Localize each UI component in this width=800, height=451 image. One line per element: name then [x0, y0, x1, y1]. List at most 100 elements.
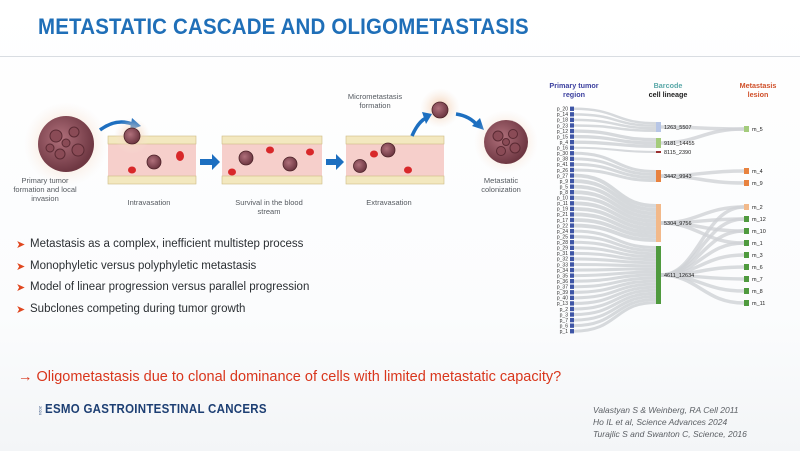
red-blood-cell: [306, 148, 314, 156]
region-label: p_2: [560, 307, 569, 313]
lineage-label: 8115_2390: [664, 150, 691, 156]
region-node: [570, 212, 574, 217]
region-node: [570, 167, 574, 173]
bullet-arrow-icon: ➤: [16, 239, 26, 251]
reference-item: Turajlic S and Swanton C, Science, 2016: [593, 429, 747, 439]
region-label: p_11: [557, 201, 568, 207]
region-label: p_20: [557, 107, 568, 113]
lesion-label: m_6: [752, 265, 763, 271]
region-node: [570, 139, 574, 145]
region-lineage-link: [573, 140, 657, 148]
lineage-label: 9181_14455: [664, 141, 695, 147]
region-node: [570, 234, 574, 239]
region-lineage-link: [573, 291, 657, 317]
region-node: [570, 251, 574, 256]
region-label: p_6: [560, 323, 569, 329]
lesion-node: [744, 264, 749, 270]
region-label: p_23: [557, 123, 568, 129]
logo-text: ESMO GASTROINTESTINAL CANCERS: [45, 402, 267, 416]
lineage-node: [656, 122, 661, 132]
region-node: [570, 223, 574, 228]
label-colonization: Metastatic colonization: [481, 176, 521, 194]
lesion-node: [744, 252, 749, 258]
region-node: [570, 306, 574, 312]
region-label: p_37: [557, 285, 568, 291]
region-node: [570, 323, 574, 328]
lineage-node: [656, 138, 661, 148]
label-extravasation: Extravasation: [366, 198, 412, 207]
sankey-diagram: Primary tumor region Barcode cell lineag…: [548, 78, 793, 340]
lesion-node: [744, 180, 749, 186]
region-lineage-link: [573, 267, 657, 272]
region-label: p_10: [557, 196, 568, 202]
region-lineage-link: [573, 218, 657, 239]
red-blood-cell: [228, 168, 236, 176]
region-lineage-link: [573, 273, 657, 283]
region-lineage-link: [573, 162, 657, 179]
region-label: p_8: [560, 190, 569, 196]
micrometastasis-arrow: [410, 116, 427, 137]
lesion-node: [744, 288, 749, 294]
region-label: p_40: [557, 296, 568, 302]
region-node: [570, 128, 574, 134]
region-node: [570, 267, 574, 273]
region-node: [570, 173, 574, 178]
region-node: [570, 295, 574, 301]
lineage-lesion-link: [660, 174, 745, 185]
header-barcode-lineage: Barcode cell lineage: [648, 81, 688, 99]
region-label: p_3: [560, 312, 569, 318]
lesion-label: m_9: [752, 181, 763, 187]
region-lineage-link: [573, 124, 657, 132]
region-label: p_29: [557, 246, 568, 252]
lesion-node: [744, 168, 749, 174]
cascade-drawing: [24, 88, 538, 186]
lesion-label: m_11: [752, 301, 765, 307]
region-label: p_15: [557, 134, 568, 140]
region-lineage-link: [573, 184, 657, 216]
region-lineage-link: [573, 246, 657, 259]
circulating-cell: [353, 159, 367, 173]
region-node: [570, 240, 574, 245]
circulating-cell: [282, 156, 298, 172]
region-node: [570, 195, 574, 200]
region-node: [570, 156, 574, 162]
sankey-nodes: [570, 106, 749, 334]
bullet-item: ➤Subclones competing during tumor growth: [16, 302, 246, 316]
lineage-node: [656, 204, 661, 242]
sankey-links: [573, 107, 745, 333]
region-lineage-link: [573, 151, 657, 173]
region-node: [570, 290, 574, 295]
region-lineage-link: [573, 173, 657, 208]
region-lineage-link: [573, 276, 657, 289]
header-metastasis-lesion: Metastasis lesion: [739, 81, 777, 99]
region-node: [570, 245, 574, 250]
lesion-label: m_5: [752, 127, 763, 133]
region-label: p_33: [557, 262, 568, 268]
region-lineage-link: [573, 118, 657, 130]
label-micrometastasis: Micrometastasis formation: [347, 92, 403, 110]
micrometastasis-arrowhead: [422, 112, 432, 124]
header-primary-tumor-region: Primary tumor region: [549, 81, 599, 99]
region-lineage-link: [573, 257, 657, 265]
region-label: p_5: [560, 184, 569, 190]
region-label: p_34: [557, 268, 568, 274]
lesion-label: m_3: [752, 253, 763, 259]
region-node: [570, 201, 574, 206]
lesion-node: [744, 240, 749, 246]
sankey-graphic: p_20p_14p_18p_23p_12p_15p_4p_16p_30p_38p…: [557, 106, 766, 335]
region-node: [570, 178, 574, 184]
region-lineage-link: [573, 297, 657, 328]
region-label: p_41: [557, 162, 568, 168]
region-lineage-link: [573, 294, 657, 322]
reference-item: Valastyan S & Weinberg, RA Cell 2011: [593, 405, 739, 415]
region-label: p_32: [557, 257, 568, 263]
lesion-node: [744, 300, 749, 306]
lesion-label: m_2: [752, 205, 763, 211]
region-label: p_14: [557, 112, 568, 118]
bullet-item: ➤Metastasis as a complex, inefficient mu…: [16, 238, 304, 251]
lesion-label: m_7: [752, 277, 763, 283]
region-lineage-link: [573, 288, 657, 311]
region-node: [570, 106, 574, 111]
red-blood-cell: [370, 150, 378, 158]
bullet-arrow-icon: ➤: [16, 260, 26, 273]
